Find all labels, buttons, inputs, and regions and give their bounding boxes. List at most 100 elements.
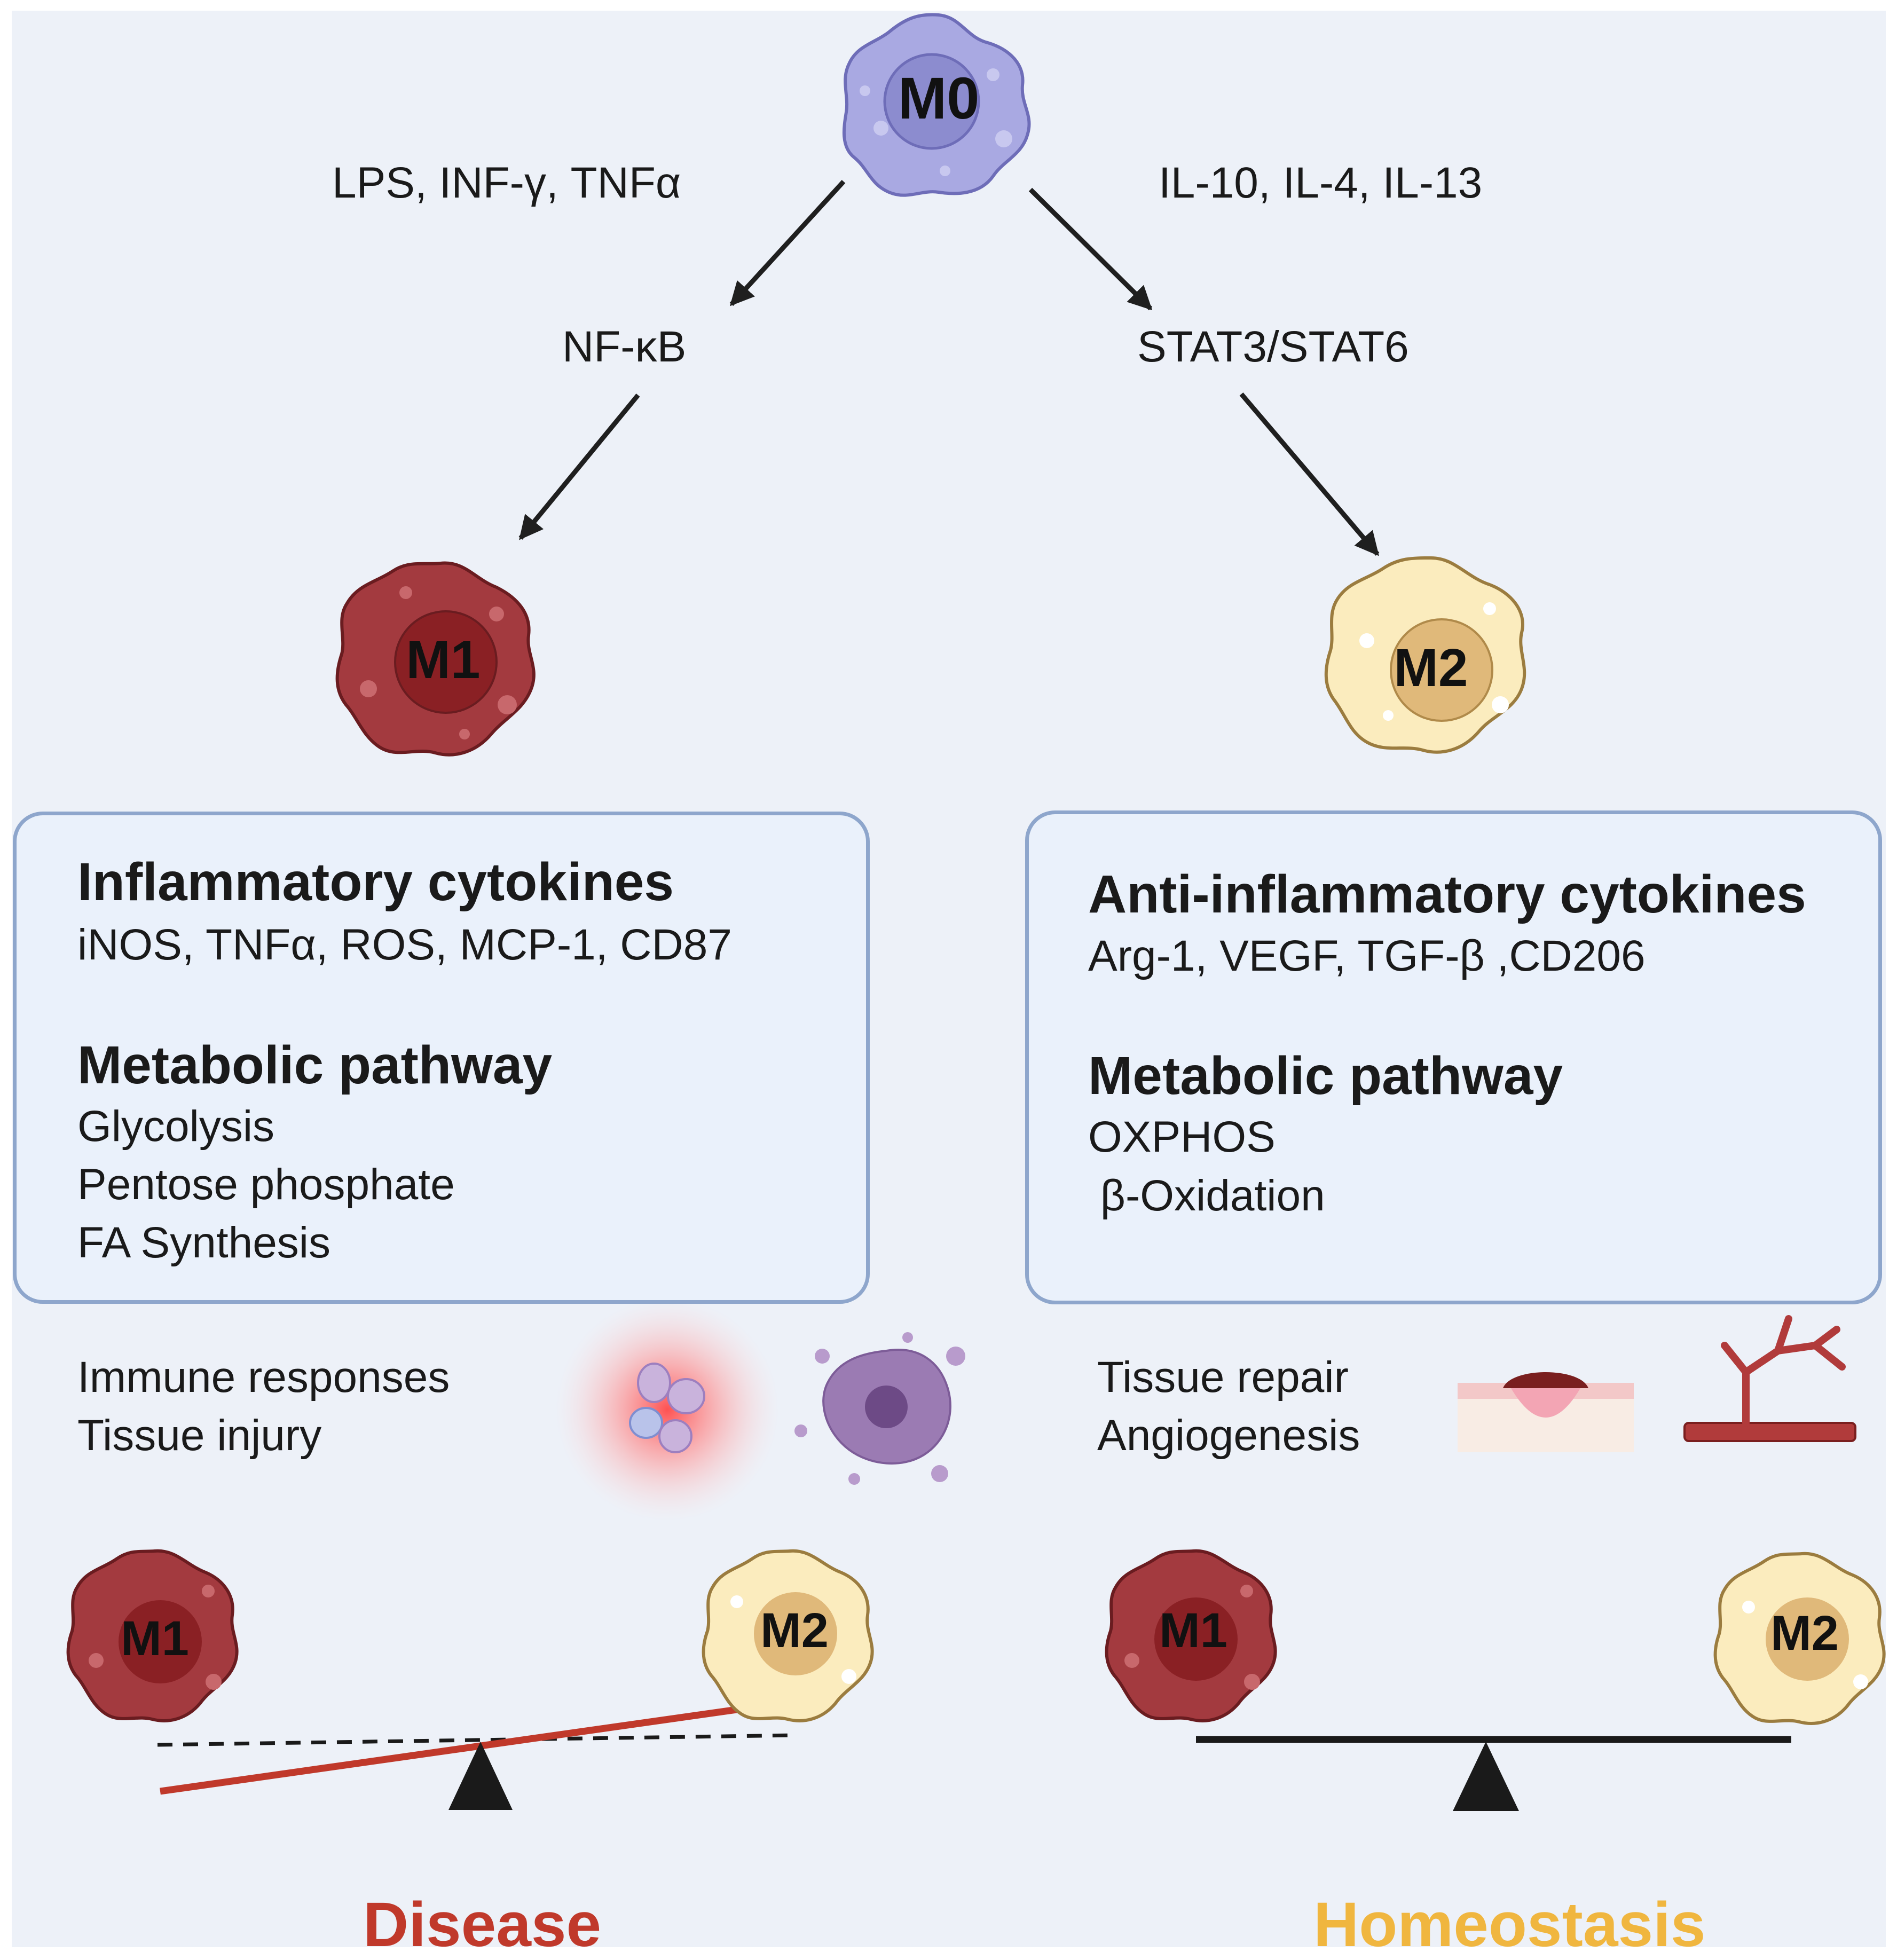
cell-fragment — [902, 1332, 913, 1343]
m2-vesicle — [1359, 633, 1374, 648]
arrow-m0-to-stat — [1028, 187, 1153, 311]
left-metabolic-item: Pentose phosphate — [77, 1160, 455, 1209]
m1-cell: M1 — [335, 561, 536, 757]
m1-vesicle — [1244, 1674, 1260, 1690]
m0-cell: M0 — [842, 13, 1031, 197]
left-effect-item: Immune responses — [77, 1353, 450, 1402]
cell-fragment — [815, 1349, 830, 1364]
right-balance — [1196, 1736, 1791, 1811]
right-metabolic-item: β-Oxidation — [1088, 1171, 1325, 1220]
m2-vesicle — [1483, 602, 1496, 615]
right-effect-item: Tissue repair — [1097, 1353, 1349, 1402]
angiogenesis-illustration — [1683, 1315, 1856, 1442]
m2-label: M2 — [1394, 638, 1468, 698]
immune-cell — [637, 1363, 671, 1403]
m2-vesicle — [841, 1669, 856, 1684]
m2-vesicle — [1742, 1601, 1755, 1613]
left-metabolic-item: FA Synthesis — [77, 1218, 331, 1267]
cell-fragment — [848, 1473, 860, 1485]
m1-vesicle — [1240, 1585, 1253, 1597]
inflammatory-cytokines-list: iNOS, TNFα, ROS, MCP-1, CD87 — [77, 920, 732, 969]
left-balance — [157, 1697, 801, 1810]
m0-label: M0 — [898, 66, 980, 131]
m2-vesicle — [1383, 710, 1394, 721]
left-fulcrum — [448, 1742, 513, 1810]
anti-inflammatory-panel — [1025, 810, 1882, 1304]
immune-cell — [658, 1419, 692, 1453]
balance-reference-line — [157, 1733, 796, 1747]
damaged-cell-illustration — [794, 1332, 965, 1485]
m2-vesicle — [730, 1595, 743, 1608]
cell-fragment — [931, 1465, 948, 1482]
m1-vesicle — [206, 1674, 222, 1690]
right-fulcrum — [1453, 1742, 1519, 1811]
m1-vesicle — [459, 729, 470, 739]
m0-vesicle — [987, 68, 999, 81]
m2-cell: M2 — [1324, 556, 1526, 754]
m2-vesicle — [1492, 696, 1509, 713]
left-effect-item: Tissue injury — [77, 1411, 322, 1460]
right-pathway-label: STAT3/STAT6 — [1137, 322, 1409, 371]
left-pathway-label: NF-κB — [562, 322, 687, 371]
m1-vesicle — [1124, 1653, 1139, 1668]
balance-left-m1-label: M1 — [121, 1611, 189, 1666]
balance-right-m2-label: M2 — [1770, 1606, 1839, 1660]
vessel-branches — [1721, 1315, 1846, 1427]
m1-vesicle — [399, 586, 412, 599]
m1-vesicle — [498, 695, 517, 714]
balance-left-m2-cell: M2 — [702, 1549, 874, 1722]
balance-right-m2-cell: M2 — [1713, 1552, 1886, 1725]
right-metabolic-heading: Metabolic pathway — [1088, 1046, 1563, 1106]
arrow-stat-to-m2 — [1239, 392, 1380, 556]
arrow-nfkb-to-m1 — [518, 393, 640, 540]
balance-right-m1-cell: M1 — [1105, 1549, 1277, 1722]
inflammatory-panel — [13, 812, 870, 1304]
balance-left-m2-label: M2 — [760, 1603, 829, 1658]
homeostasis-outcome-label: Homeostasis — [1313, 1890, 1706, 1960]
right-metabolic-item: OXPHOS — [1088, 1113, 1276, 1161]
immune-cell — [667, 1378, 705, 1414]
cell-fragment — [946, 1347, 965, 1366]
m2-nucleus — [754, 1592, 837, 1675]
right-stimuli-label: IL-10, IL-4, IL-13 — [1159, 159, 1483, 207]
m1-nucleus — [119, 1600, 202, 1683]
left-stimuli-label: LPS, INF-γ, TNFα — [332, 159, 681, 207]
inflammation-illustration — [555, 1297, 780, 1522]
tissue-repair-illustration — [1458, 1372, 1634, 1452]
m1-vesicle — [89, 1653, 104, 1668]
anti-inflammatory-cytokines-list: Arg-1, VEGF, TGF-β ,CD206 — [1088, 932, 1646, 980]
m0-vesicle — [860, 85, 870, 96]
left-metabolic-heading: Metabolic pathway — [77, 1035, 553, 1095]
immune-cell — [629, 1407, 663, 1439]
inflammatory-cytokines-heading: Inflammatory cytokines — [77, 852, 674, 912]
arrows — [518, 179, 1380, 556]
balance-left-m1-cell: M1 — [66, 1549, 239, 1722]
arrow-m0-to-nfkb — [729, 179, 846, 306]
anti-inflammatory-cytokines-heading: Anti-inflammatory cytokines — [1088, 864, 1806, 924]
m1-vesicle — [360, 680, 377, 697]
inflammation-glow — [555, 1297, 780, 1522]
m0-vesicle — [995, 130, 1012, 147]
m2-vesicle — [1853, 1674, 1868, 1689]
left-metabolic-item: Glycolysis — [77, 1102, 275, 1151]
blood-vessel — [1683, 1422, 1856, 1442]
cell-fragment — [794, 1424, 807, 1437]
right-effect-item: Angiogenesis — [1097, 1411, 1360, 1460]
m1-vesicle — [489, 607, 504, 621]
disease-outcome-label: Disease — [363, 1890, 602, 1960]
m1-label: M1 — [406, 630, 481, 690]
m2-nucleus — [1390, 618, 1493, 722]
m0-nucleus — [883, 53, 980, 150]
balance-right-m1-label: M1 — [1159, 1603, 1227, 1658]
m2-nucleus — [1766, 1597, 1849, 1681]
m1-nucleus — [394, 610, 498, 714]
damaged-cell-nucleus — [865, 1386, 908, 1428]
m1-nucleus — [1154, 1597, 1238, 1681]
m1-vesicle — [202, 1585, 215, 1597]
m0-vesicle — [940, 166, 950, 176]
wound — [1511, 1388, 1580, 1418]
m0-vesicle — [873, 121, 888, 136]
scab — [1503, 1372, 1588, 1388]
